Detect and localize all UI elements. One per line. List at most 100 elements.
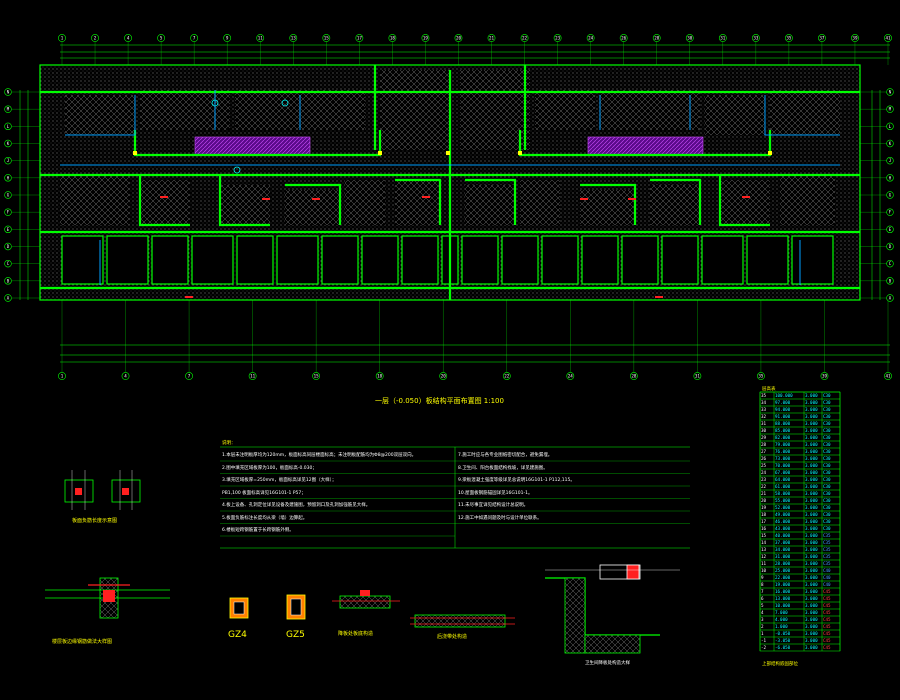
schedule-cell: 3.000 xyxy=(805,581,818,587)
detail-gz5 xyxy=(286,594,306,620)
axis-bubble-side xyxy=(886,139,894,148)
axis-label-top: 37 xyxy=(819,36,825,41)
schedule-cell: 3.000 xyxy=(805,497,818,503)
axis-bubble-top xyxy=(223,34,232,42)
schedule-cell: 2 xyxy=(761,623,764,629)
axis-label-top: 26 xyxy=(621,36,627,41)
schedule-cell: 10 xyxy=(761,567,767,573)
axis-label-top: 28 xyxy=(654,36,660,41)
schedule-cell: 100.000 xyxy=(775,392,793,398)
schedule-cell: 3.000 xyxy=(805,441,818,447)
axis-bubble-side xyxy=(4,242,12,251)
axis-label-top: 31 xyxy=(720,36,726,41)
schedule-cell: 3.000 xyxy=(805,413,818,419)
schedule-cell: 17 xyxy=(761,518,767,524)
axis-bubble-top xyxy=(454,34,463,42)
schedule-cell: 61.000 xyxy=(775,483,791,489)
axis-label-side: D xyxy=(889,244,892,249)
axis-bubble-top xyxy=(520,34,529,42)
schedule-cell: 3.000 xyxy=(805,434,818,440)
schedule-cell: 3.000 xyxy=(805,609,818,615)
axis-label-side: H xyxy=(7,175,10,180)
schedule-cell: 3 xyxy=(761,616,764,622)
schedule-cell: 3.000 xyxy=(805,399,818,405)
axis-bubble-top xyxy=(421,34,430,42)
plan-beams xyxy=(60,90,840,285)
axis-bubble-top xyxy=(388,34,397,42)
schedule-cell: 3.000 xyxy=(805,406,818,412)
axis-label-side: A xyxy=(7,296,10,301)
schedule-cell: 24 xyxy=(761,469,767,475)
schedule-cell: 70.000 xyxy=(775,462,791,468)
axis-label-bottom: 24 xyxy=(568,374,574,379)
note-line: 11.未尽事宜详见结构设计总说明。 xyxy=(458,503,529,508)
axis-label-side: B xyxy=(7,278,10,283)
axis-bubble-top xyxy=(652,34,661,42)
schedule-cell: 97.000 xyxy=(775,399,791,405)
schedule-cell: 64.000 xyxy=(775,476,791,482)
schedule-cell: 3.000 xyxy=(805,469,818,475)
detail4-caption: 后浇带处构造 xyxy=(437,634,468,640)
axis-label-top: 33 xyxy=(753,36,759,41)
axis-label-side: C xyxy=(7,261,10,266)
axis-label-top: 9 xyxy=(226,36,229,41)
axis-grid-vertical xyxy=(61,40,889,372)
schedule-cell: 25.000 xyxy=(775,567,791,573)
schedule-cell: C30 xyxy=(823,455,831,461)
axis-label-side: F xyxy=(889,210,892,215)
schedule-cell: 30 xyxy=(761,427,767,433)
note-line: 8.卫生间、阳台板面结构找坡，详见建施图。 xyxy=(458,465,548,471)
bay-room xyxy=(321,235,359,285)
bay-room xyxy=(501,235,539,285)
schedule-cell: 3.000 xyxy=(805,483,818,489)
bay-room xyxy=(791,235,834,285)
axis-label-side: J xyxy=(889,158,891,163)
axis-bubble-bottom xyxy=(629,372,638,380)
notes-header: 说明： xyxy=(222,441,236,446)
bay-room xyxy=(621,235,659,285)
note-line: 1.本层未注明板厚均为120mm，板面标高同层楼面标高；未注明板配筋均为Φ8@2… xyxy=(222,453,417,458)
bay-room xyxy=(581,235,619,285)
schedule-cell: 3.000 xyxy=(805,539,818,545)
schedule-cell: 13.000 xyxy=(775,595,791,601)
plan-bottom-bays xyxy=(61,235,834,285)
schedule-cell: 3.000 xyxy=(805,392,818,398)
axis-label-top: 41 xyxy=(885,36,891,41)
axis-label-side: D xyxy=(7,244,10,249)
schedule-cell: C40 xyxy=(823,567,831,573)
note-line: 4.板上设备、孔洞定位详见设备及建施图，预留洞口及孔洞加强筋见大样。 xyxy=(222,503,371,508)
axis-bubble-side xyxy=(886,225,894,234)
schedule-cell: 3.000 xyxy=(805,616,818,622)
axis-bubble-side xyxy=(4,139,12,148)
schedule-cell: C30 xyxy=(823,392,831,398)
axis-label-top: 23 xyxy=(555,36,561,41)
schedule-cell: C30 xyxy=(823,462,831,468)
axis-label-top: 18 xyxy=(390,36,396,41)
axis-bubble-top xyxy=(685,34,694,42)
schedule-cell: 16.000 xyxy=(775,588,791,594)
schedule-cell: 7 xyxy=(761,588,764,594)
plan-walls xyxy=(40,65,860,300)
schedule-cell: 14 xyxy=(761,539,767,545)
axis-label-bottom: 7 xyxy=(188,374,191,379)
schedule-cell: 3.000 xyxy=(805,427,818,433)
bay-room xyxy=(236,235,274,285)
axis-label-bottom: 31 xyxy=(695,374,701,379)
note-line: 5.板面负筋标注长度均从梁（墙）边算起。 xyxy=(222,515,308,521)
note-line: 2.图中填充区域板厚为100，板面标高-0.030； xyxy=(222,465,317,471)
schedule-cell: C45 xyxy=(823,630,831,636)
axis-bubble-side xyxy=(886,191,894,199)
detail5-caption: 卫生间降板处构造大样 xyxy=(585,661,630,666)
axis-bubble-bottom xyxy=(185,372,193,380)
schedule-cell: 10.000 xyxy=(775,602,791,608)
schedule-cell: 3.000 xyxy=(805,462,818,468)
axis-label-top: 39 xyxy=(852,36,858,41)
schedule-cell: 32 xyxy=(761,413,767,419)
detail3-caption: 降板处板底构造 xyxy=(338,631,374,637)
axis-label-bottom: 1 xyxy=(61,374,64,379)
axis-bubble-side xyxy=(886,174,894,182)
schedule-cell: 91.000 xyxy=(775,413,791,419)
schedule-cell: C45 xyxy=(823,588,831,594)
